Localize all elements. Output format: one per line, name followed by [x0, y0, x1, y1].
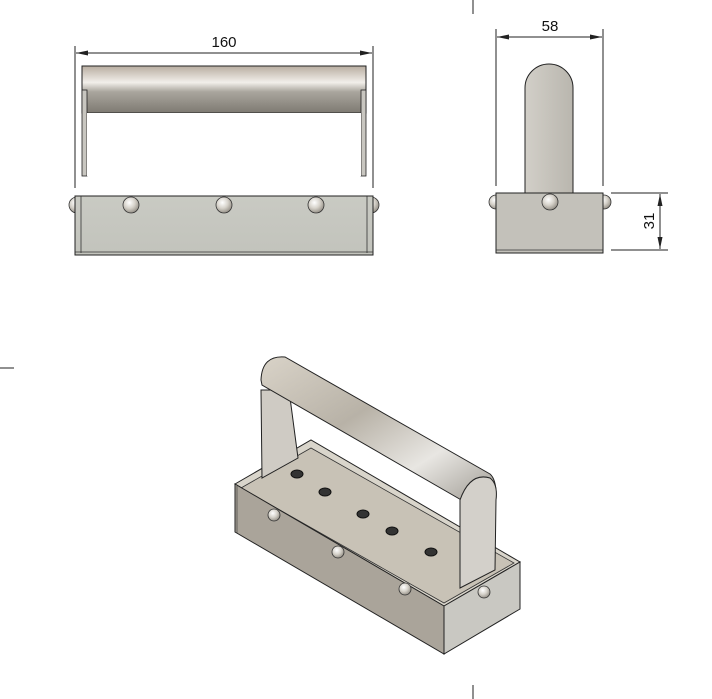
dimension-58: 58	[542, 18, 559, 35]
side-view: 58 31	[488, 18, 668, 254]
dimension-31: 31	[641, 213, 658, 230]
dimension-160: 160	[211, 34, 236, 51]
isometric-view	[234, 356, 521, 655]
front-view: 160	[68, 34, 380, 256]
